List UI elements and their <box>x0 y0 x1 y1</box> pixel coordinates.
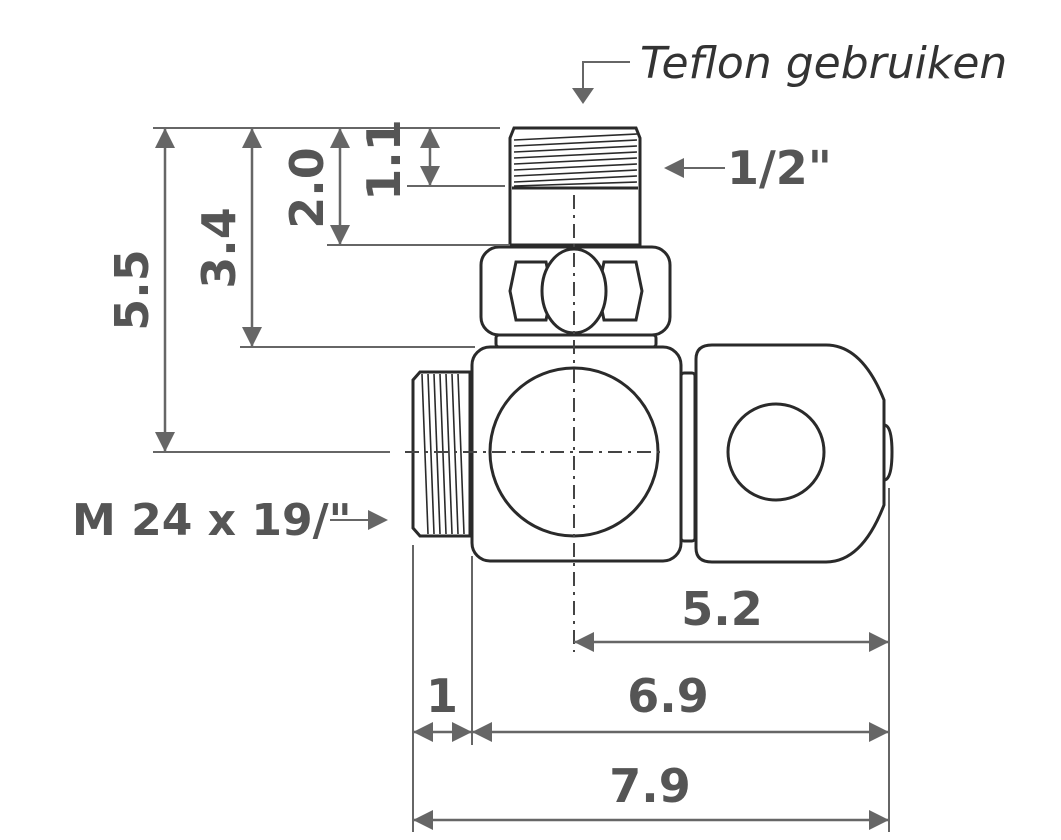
top-thread-label: 1/2" <box>727 141 832 195</box>
side-thread-label: M 24 x 19/" <box>72 495 352 546</box>
dim-label-6-9: 6.9 <box>627 669 709 723</box>
dim-label-1-1: 1.1 <box>357 119 411 201</box>
dim-label-1: 1 <box>426 669 458 723</box>
vertical-extension-lines <box>153 127 510 453</box>
dim-label-5-2: 5.2 <box>681 582 763 636</box>
top-thread-lines <box>513 133 638 187</box>
dim-label-7-9: 7.9 <box>609 759 691 813</box>
side-thread <box>411 370 472 538</box>
teflon-label: Teflon gebruiken <box>640 38 1007 89</box>
teflon-callout: Teflon gebruiken <box>572 38 1007 104</box>
swivel-eye <box>694 343 894 564</box>
horizontal-extension-lines <box>412 488 890 832</box>
side-thread-lines <box>421 373 465 535</box>
valve-body <box>470 345 697 563</box>
dim-label-5-5: 5.5 <box>105 249 159 331</box>
side-thread-callout: M 24 x 19/" <box>72 495 388 546</box>
top-thread-callout: 1/2" <box>664 141 832 195</box>
dim-label-3-4: 3.4 <box>192 207 246 289</box>
hex-nut <box>479 245 672 349</box>
dim-label-2-0: 2.0 <box>280 147 334 229</box>
top-thread-nipple <box>508 126 642 247</box>
